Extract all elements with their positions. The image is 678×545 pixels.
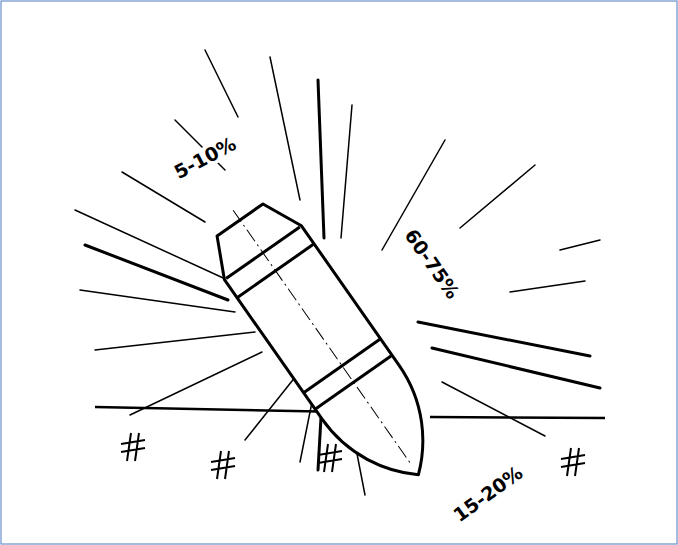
fragment-ray: [442, 382, 545, 436]
fragment-ray: [95, 332, 255, 350]
fragment-ray: [85, 245, 228, 300]
fragment-ray: [432, 348, 600, 388]
ground-hatch: [121, 433, 145, 461]
fragment-ray: [205, 50, 238, 117]
ground-hatch: [561, 448, 585, 476]
fragment-ray: [318, 80, 324, 238]
fragment-ray: [510, 281, 585, 292]
ground-hatch: [318, 444, 342, 472]
fragment-ray: [122, 172, 205, 222]
percentage-label: 5-10%: [168, 132, 242, 185]
percentage-label: 60-75%: [399, 223, 465, 305]
fragment-ray: [341, 105, 352, 238]
fragment-ray: [560, 240, 600, 250]
fragment-ray: [80, 290, 235, 312]
fragment-ray: [270, 57, 300, 200]
fragment-ray: [245, 376, 296, 440]
ground-hatch: [211, 451, 235, 479]
percentage-label: 15-20%: [447, 460, 529, 527]
fragment-ray: [130, 352, 262, 415]
fragment-ray: [460, 165, 535, 228]
